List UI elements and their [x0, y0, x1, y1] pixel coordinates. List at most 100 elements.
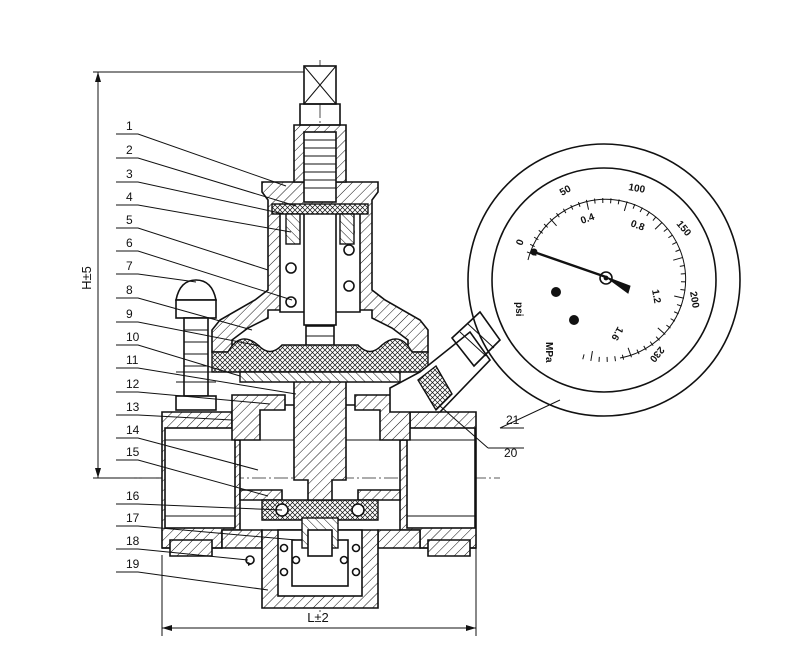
callout-18: 18 — [126, 534, 140, 548]
callout-14: 14 — [126, 423, 140, 437]
gauge-tick — [657, 327, 666, 335]
gauge-tick — [577, 201, 581, 207]
callout-leader — [116, 297, 253, 331]
gauge-tick — [529, 243, 535, 247]
gauge-label-150: 150 — [674, 219, 693, 239]
callout-3: 3 — [126, 167, 133, 181]
callout-leader — [116, 273, 197, 283]
gauge-tick — [666, 324, 671, 329]
callout-leader — [116, 525, 297, 541]
gauge-tick — [670, 318, 676, 322]
gauge-unit-mpa: MPa — [543, 342, 554, 363]
callout-21: 21 — [506, 413, 520, 427]
gauge-tick — [675, 249, 681, 252]
gauge-tick — [679, 264, 685, 267]
callout-leader — [116, 414, 233, 421]
gauge-tick — [549, 217, 557, 227]
gauge-tick — [652, 216, 657, 221]
callout-5: 5 — [126, 213, 133, 227]
gauge-tick — [646, 211, 650, 217]
gauge-tick — [617, 199, 620, 205]
gauge-mpa-0-8: 0.8 — [629, 218, 646, 233]
callout-leader — [116, 391, 271, 405]
length-dimension-label: L±2 — [307, 610, 329, 625]
callout-20: 20 — [504, 446, 518, 460]
valve-disc — [261, 499, 379, 557]
callout-leader — [116, 133, 287, 187]
valve-body — [161, 394, 477, 557]
valve-stem — [285, 371, 355, 501]
gauge-tick — [649, 341, 654, 346]
callout-16: 16 — [126, 489, 140, 503]
callout-leader — [116, 250, 293, 301]
gauge-mpa-1-2: 1.2 — [649, 289, 662, 305]
side-bolt — [175, 279, 217, 411]
gauge-tick — [582, 354, 585, 360]
callout-17: 17 — [126, 511, 140, 525]
gauge-tick — [673, 311, 679, 315]
gauge-tick — [676, 304, 682, 307]
gauge-tick — [627, 347, 632, 358]
gauge-tick — [632, 203, 636, 209]
right-callouts: 21 20 — [439, 399, 561, 460]
gauge-tick — [585, 199, 590, 210]
callout-leader — [116, 367, 297, 395]
height-dimension: H±5 — [79, 71, 320, 479]
callout-leader — [116, 459, 269, 497]
gauge-label-0: 0 — [514, 238, 526, 247]
gauge-tick — [570, 204, 574, 210]
gauge-connection — [389, 310, 502, 413]
callout-leader — [116, 227, 269, 271]
callout-4: 4 — [126, 190, 133, 204]
gauge-tick-marks — [526, 198, 686, 362]
gauge-tick — [556, 212, 560, 218]
gauge-mpa-1-6: 1.6 — [608, 325, 625, 343]
gauge-tick — [636, 349, 640, 355]
gauge-tick — [643, 345, 647, 351]
callout-19: 19 — [126, 557, 140, 571]
callout-10: 10 — [126, 330, 140, 344]
gauge-mpa-0-4: 0.4 — [579, 212, 596, 227]
callout-8: 8 — [126, 283, 133, 297]
callout-leader — [116, 437, 259, 471]
callout-1: 1 — [126, 119, 133, 133]
gauge-tick — [674, 295, 685, 299]
gauge-tick — [590, 350, 593, 362]
callout-15: 15 — [126, 445, 140, 459]
gauge-tick — [639, 207, 643, 213]
gauge-tick — [614, 356, 616, 362]
gauge-tick — [623, 201, 628, 212]
gauge-tick — [543, 223, 549, 228]
bonnet-housing — [211, 181, 429, 355]
gauge-tick — [654, 221, 663, 230]
callout-leader — [116, 548, 249, 561]
diaphragm — [211, 338, 429, 383]
callout-leader — [116, 181, 285, 215]
callout-leader — [116, 204, 292, 233]
gauge-tick — [672, 241, 677, 245]
gauge-unit-psi: psi — [513, 302, 524, 317]
gauge-tick — [562, 208, 567, 214]
pressure-gauge: 0 50 100 150 200 230 0.4 0.8 1.2 1.6 psi… — [467, 143, 741, 417]
callout-leader — [116, 571, 269, 591]
gauge-tick — [673, 256, 683, 261]
callout-leader — [116, 321, 261, 347]
gauge-label-100: 100 — [627, 182, 646, 196]
gauge-tick — [533, 236, 539, 241]
gauge-tick — [663, 227, 669, 232]
callout-6: 6 — [126, 236, 133, 250]
callout-11: 11 — [126, 353, 139, 367]
callout-9: 9 — [126, 307, 133, 321]
gauge-label-200: 200 — [687, 291, 701, 310]
gauge-tick — [668, 234, 673, 239]
callout-leader — [116, 344, 241, 377]
gauge-tick — [621, 354, 625, 360]
gauge-tick — [594, 198, 596, 204]
callout-13: 13 — [126, 400, 140, 414]
gauge-tick — [680, 288, 686, 291]
height-dimension-label: H±5 — [79, 266, 94, 290]
callout-leader — [116, 503, 283, 511]
callout-7: 7 — [126, 259, 133, 273]
